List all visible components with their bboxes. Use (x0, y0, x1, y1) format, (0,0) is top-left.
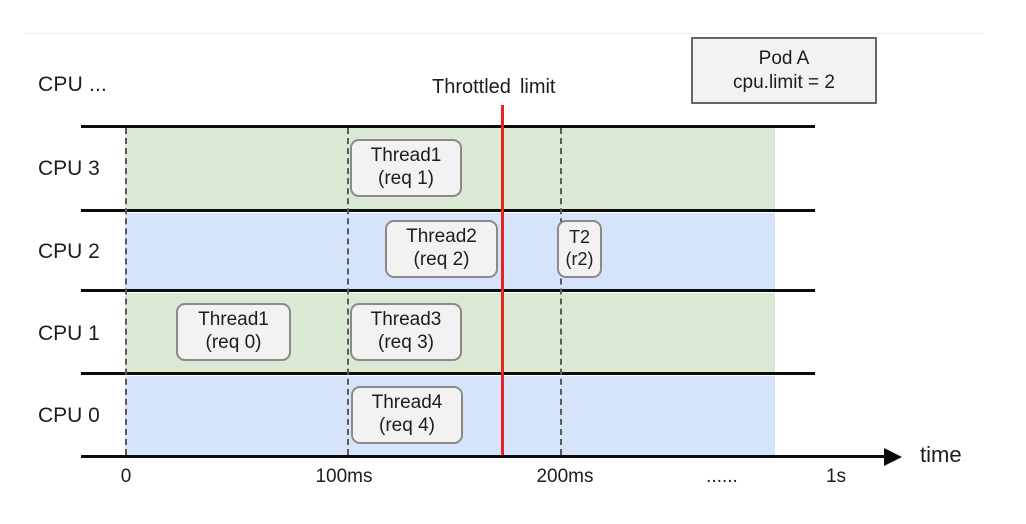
thread-block-title: T2 (568, 227, 590, 248)
axis-tick-0: 0 (120, 466, 132, 487)
time-axis-arrow-icon (884, 448, 902, 466)
limit-word: limit (519, 76, 556, 98)
throttled-limit-label: Throttled limit (432, 76, 555, 99)
row-separator-cpu1-cpu0 (81, 372, 815, 375)
axis-tick-100ms: 100ms (315, 466, 373, 487)
gridline-0ms (125, 128, 127, 455)
thread-block-req: (req 3) (378, 332, 434, 353)
time-axis-label: time (920, 442, 962, 467)
pod-cpu-limit-text: cpu.limit = 2 (733, 71, 835, 93)
axis-tick-200ms: 200ms (536, 466, 594, 487)
row-separator-cpu3-cpu2 (81, 209, 815, 212)
thread-block-req: (req 2) (413, 249, 470, 270)
cpu-row-label-cpu1: CPU 1 (38, 322, 100, 345)
thread-block-req: (req 0) (205, 332, 262, 353)
gridline-100ms (347, 128, 349, 455)
cpu-row-label-cpu0: CPU 0 (38, 404, 100, 427)
thread-block-title: Thread2 (406, 226, 477, 248)
row-separator-top (81, 125, 815, 128)
gridline-200ms (560, 128, 562, 455)
thread-block-title: Thread3 (370, 309, 442, 331)
throttled-word: Throttled (432, 76, 511, 98)
pod-info-box: Pod A cpu.limit = 2 (691, 37, 877, 104)
thread-block-title: Thread4 (371, 392, 443, 414)
row-separator-cpu2-cpu1 (81, 289, 815, 292)
thread-block-cpu2-thread2: Thread2 (req 2) (385, 220, 498, 278)
cpu-row-label-cpu3: CPU 3 (38, 157, 100, 180)
axis-tick-ellipsis: ...... (706, 466, 738, 487)
thread-block-cpu2-t2-resumed: T2 (r2) (557, 220, 602, 278)
cpu-ellipsis-label: CPU ... (38, 73, 108, 96)
throttle-limit-line (501, 105, 504, 457)
time-axis-line (81, 455, 893, 458)
thread-block-cpu1-thread3: Thread3 (req 3) (350, 303, 462, 361)
top-divider-rule (24, 33, 984, 34)
thread-block-req: (req 4) (379, 415, 435, 436)
cpu-row-label-cpu2: CPU 2 (38, 240, 100, 263)
thread-block-req: (req 1) (378, 168, 434, 189)
axis-tick-1s: 1s (825, 466, 847, 487)
pod-name-text: Pod A (758, 48, 810, 70)
thread-block-req: (r2) (565, 249, 594, 269)
thread-block-title: Thread1 (198, 309, 269, 331)
thread-block-cpu3-thread1: Thread1 (req 1) (350, 139, 462, 197)
thread-block-cpu0-thread4: Thread4 (req 4) (351, 386, 463, 444)
thread-block-title: Thread1 (370, 145, 442, 167)
thread-block-cpu1-thread1: Thread1 (req 0) (176, 303, 291, 361)
